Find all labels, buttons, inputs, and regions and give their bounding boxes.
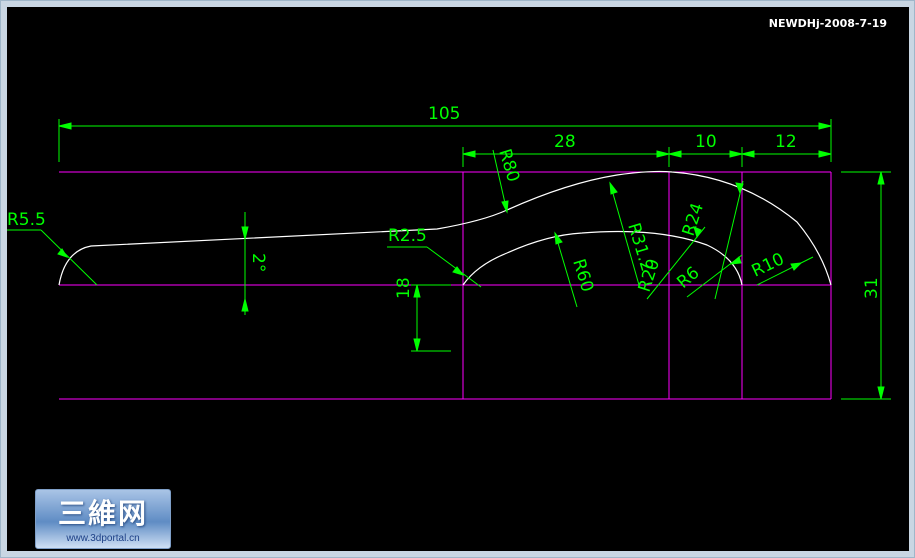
part-profile bbox=[58, 170, 832, 286]
dim-r-top: R80 bbox=[494, 147, 523, 185]
dim-r-tip: R5.5 bbox=[7, 210, 46, 230]
site-logo[interactable]: 三維网 www.3dportal.cn bbox=[35, 489, 171, 549]
cad-canvas: NEWDHj-2008-7-19 bbox=[7, 7, 909, 551]
dim-depth: 18 bbox=[394, 277, 414, 299]
dim-seg-b: 10 bbox=[695, 132, 717, 152]
outer-profile bbox=[58, 170, 832, 286]
dim-r-24: R24 bbox=[679, 201, 708, 239]
date-stamp: NEWDHj-2008-7-19 bbox=[768, 17, 887, 30]
dim-r-lower: R60 bbox=[568, 257, 597, 295]
logo-title: 三維网 bbox=[57, 497, 148, 530]
dim-overall-length: 105 bbox=[428, 104, 460, 124]
logo-url: www.3dportal.cn bbox=[66, 533, 140, 544]
dimension-labels: 105 28 10 12 R5.5 R2.5 2° 18 31 R80 R60 … bbox=[7, 104, 882, 299]
dim-height: 31 bbox=[862, 277, 882, 299]
dim-r-10: R10 bbox=[749, 249, 788, 281]
dimension-lines bbox=[7, 119, 891, 400]
cad-drawing: 105 28 10 12 R5.5 R2.5 2° 18 31 R80 R60 … bbox=[7, 104, 891, 400]
dim-seg-a: 28 bbox=[554, 132, 576, 152]
inner-profile bbox=[462, 230, 743, 286]
dim-r-neck: R2.5 bbox=[388, 226, 427, 246]
dim-angle: 2° bbox=[248, 253, 268, 272]
dim-seg-c: 12 bbox=[775, 132, 797, 152]
